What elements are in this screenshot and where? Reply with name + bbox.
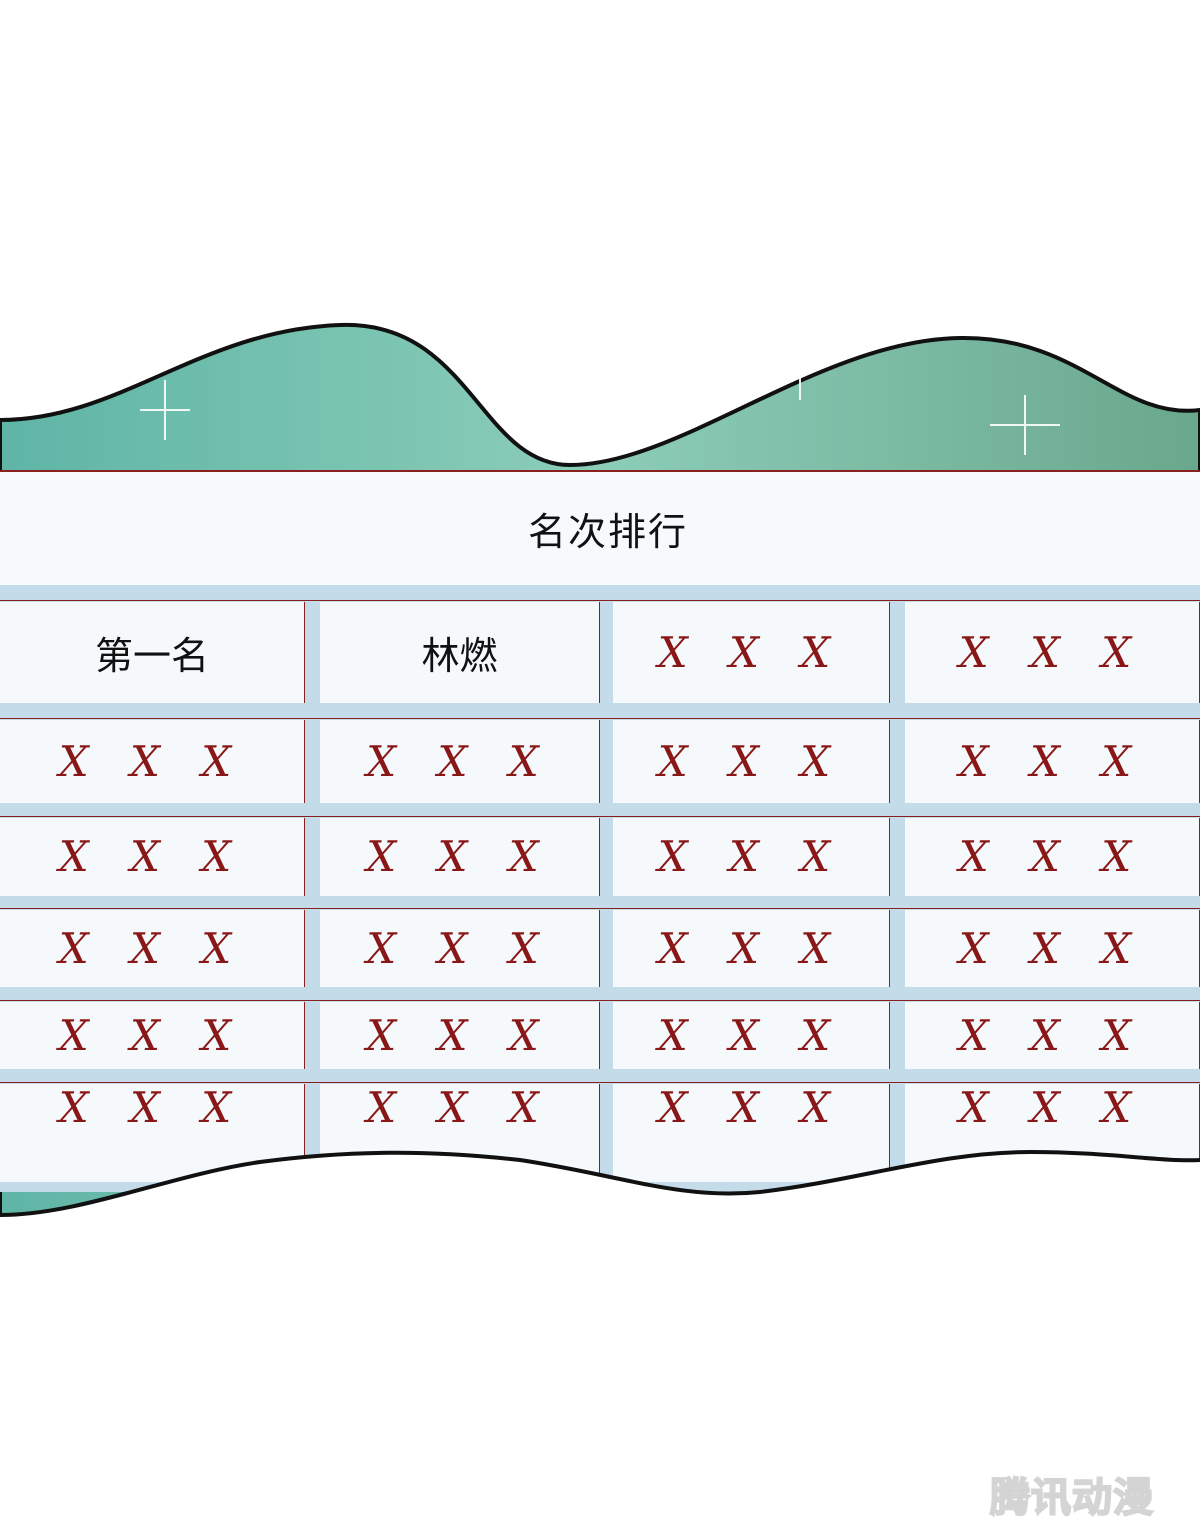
table-cell: X X X: [320, 720, 600, 803]
scribble-mark: X X X: [958, 1010, 1146, 1060]
scribble-mark: X X X: [58, 1010, 246, 1060]
scribble-mark: X X X: [366, 923, 553, 973]
scribble-mark: X X X: [657, 627, 845, 677]
scribble-mark: X X X: [58, 832, 246, 881]
row-divider: [0, 1000, 1200, 1001]
scribble-mark: X X X: [366, 1083, 553, 1132]
header-cell: 林燃: [320, 602, 600, 703]
table-cell: X X X: [0, 1002, 305, 1069]
title-band: 名次排行: [0, 472, 1200, 585]
scribble-mark: X X X: [58, 736, 246, 786]
board-title: 名次排行: [527, 510, 688, 554]
table-cell: X X X: [320, 910, 600, 987]
row-divider: [0, 600, 1200, 601]
cell-text: 第一名: [94, 634, 209, 678]
scribble-mark: X X X: [657, 832, 845, 881]
table-cell: X X X: [320, 818, 600, 896]
scribble-mark: X X X: [366, 1010, 553, 1060]
scribble-mark: X X X: [58, 1083, 246, 1132]
table-cell: X X X: [905, 818, 1200, 896]
row-divider: [0, 908, 1200, 909]
table-cell: X X X: [613, 1084, 890, 1182]
scribble-mark: X X X: [657, 736, 845, 786]
scribble-mark: X X X: [958, 627, 1146, 677]
table-cell: X X X: [320, 1002, 600, 1069]
header-cell: 第一名: [0, 602, 305, 703]
cell-text: 林燃: [421, 634, 498, 678]
scribble-mark: X X X: [958, 923, 1146, 973]
scribble-mark: X X X: [366, 736, 553, 786]
sparkle-icon: [140, 370, 1060, 455]
watermark-logo: 腾讯动漫: [989, 1474, 1154, 1522]
table-cell: X X X: [0, 818, 305, 896]
row-divider: [0, 816, 1200, 817]
table-cell: X X X: [613, 720, 890, 803]
table-cell: X X X: [613, 1002, 890, 1069]
table-cell: X X X: [905, 720, 1200, 803]
scribble-mark: X X X: [958, 832, 1146, 881]
table-cell: X X X: [613, 910, 890, 987]
table-cell: X X X: [905, 910, 1200, 987]
scribble-mark: X X X: [58, 923, 246, 973]
table-cell: X X X: [0, 720, 305, 803]
row-divider: [0, 1082, 1200, 1083]
scribble-mark: X X X: [958, 1083, 1146, 1132]
row-divider: [0, 718, 1200, 719]
scribble-mark: X X X: [366, 832, 553, 881]
table-cell: X X X: [0, 910, 305, 987]
header-cell: X X X: [613, 602, 890, 703]
table-cell: X X X: [613, 818, 890, 896]
scribble-mark: X X X: [657, 923, 845, 973]
table-cell: X X X: [905, 1002, 1200, 1069]
scribble-mark: X X X: [958, 736, 1146, 786]
scribble-mark: X X X: [657, 1010, 845, 1060]
scribble-mark: X X X: [657, 1083, 845, 1132]
header-cell: X X X: [905, 602, 1200, 703]
